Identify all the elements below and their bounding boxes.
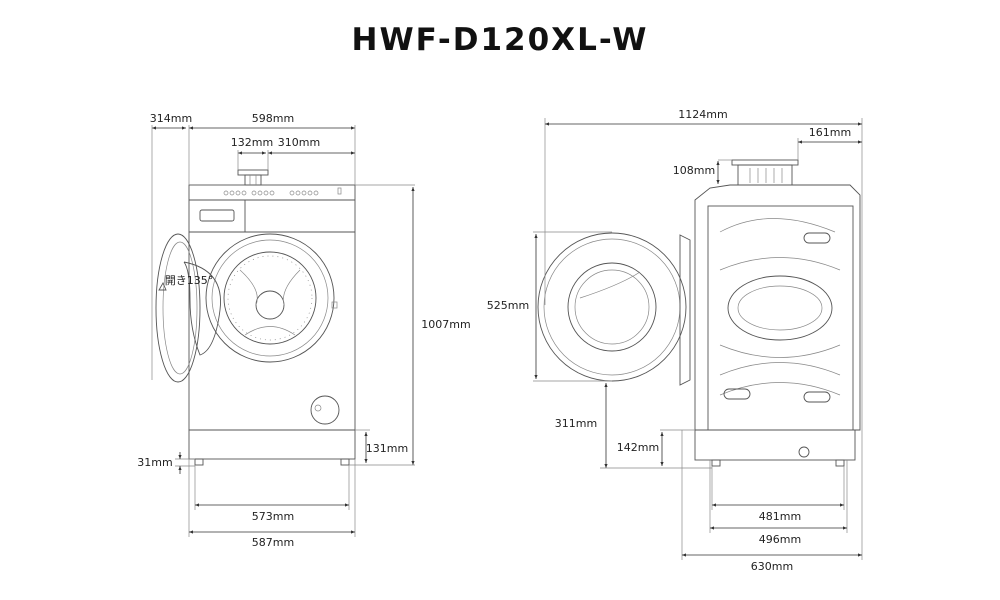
washer-front-body [188,184,356,466]
door-open-angle: 開き135° [165,274,214,287]
dim-hose-to-side: 310mm [278,136,320,149]
side-hose-connector [731,159,799,186]
model-title: HWF-D120XL-W [351,22,649,58]
dim-door-clearance: 314mm [150,112,192,125]
dim-height: 1007mm [421,318,470,331]
dim-foot-height: 31mm [137,456,172,469]
dim-hose-offset: 132mm [231,136,273,149]
control-buttons [223,187,342,196]
dim-door-diameter: 525mm [487,299,529,312]
side-open-door [537,232,691,386]
dim-base-height: 131mm [366,442,408,455]
washer-side-body [694,184,861,467]
dim-base-depth: 496mm [759,533,801,546]
dim-foot-span: 573mm [252,510,294,523]
hose-connector [237,169,269,186]
dim-hose-height: 108mm [673,164,715,177]
dim-base-width: 587mm [252,536,294,549]
dim-door-bottom-height: 311mm [555,417,597,430]
side-view: 1124mm 161mm 108mm 525mm 311mm 142mm 481… [487,108,863,573]
dim-hose-to-back: 161mm [809,126,851,139]
open-door [155,233,221,383]
front-view: 314mm 598mm 132mm 310mm 1007mm 開き135° 31… [137,112,470,549]
dim-total-depth: 630mm [751,560,793,573]
dim-total-depth-door-open: 1124mm [678,108,727,121]
dim-side-foot-span: 481mm [759,510,801,523]
dim-width: 598mm [252,112,294,125]
dim-side-base-height: 142mm [617,441,659,454]
